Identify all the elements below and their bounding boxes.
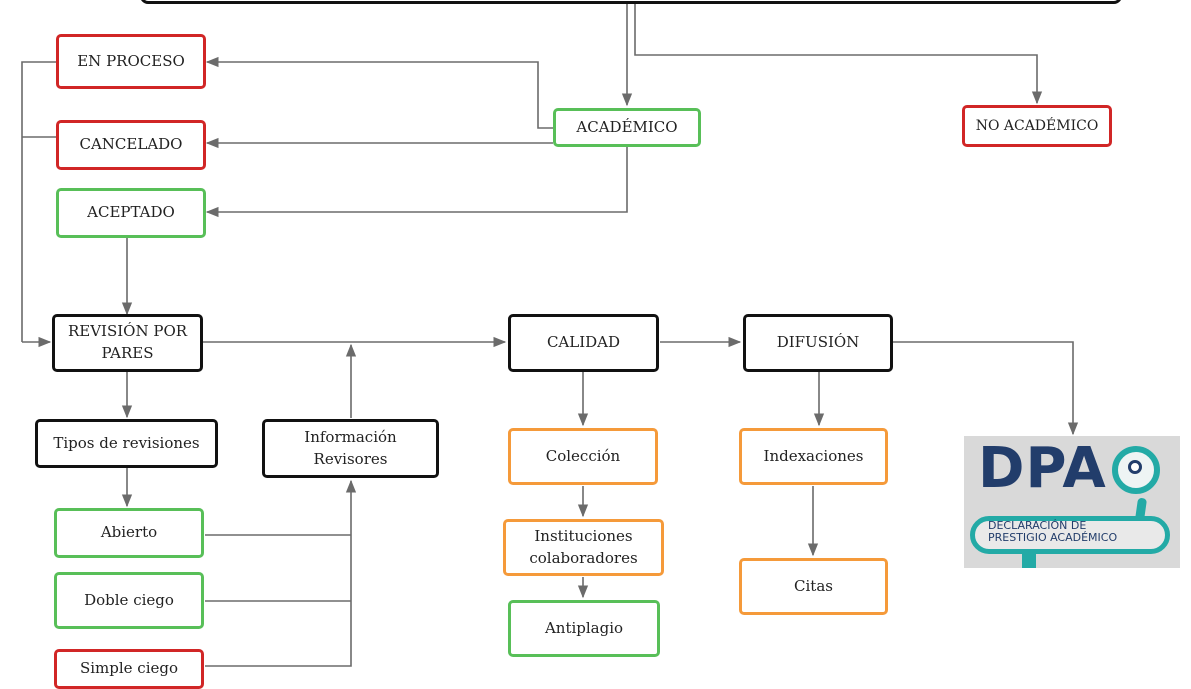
node-indexaciones: Indexaciones: [739, 428, 888, 485]
dpa-logo-stub: [1022, 552, 1036, 568]
node-citas: Citas: [739, 558, 888, 615]
node-informacion-label-line2: Revisores: [313, 449, 388, 468]
dpa-logo-band: [970, 516, 1170, 554]
node-aceptado: ACEPTADO: [56, 188, 206, 238]
node-doble-ciego-label: Doble ciego: [84, 590, 174, 609]
node-cancelado-label: CANCELADO: [79, 135, 183, 154]
top-frame: [140, 0, 1122, 4]
node-revision-por-pares: REVISIÓN POR PARES: [52, 314, 203, 372]
dpa-logo-subtitle: DECLARACIÓN DE PRESTIGIO ACADÉMICO: [988, 520, 1168, 543]
dpa-logo-subtitle-line1: DECLARACIÓN DE: [988, 519, 1087, 532]
node-antiplagio: Antiplagio: [508, 600, 660, 657]
node-difusion-label: DIFUSIÓN: [776, 333, 860, 352]
node-difusion: DIFUSIÓN: [743, 314, 893, 372]
node-instituciones-label-line2: colaboradores: [529, 548, 638, 567]
node-en-proceso: EN PROCESO: [56, 34, 206, 89]
connector-academico-to-en-proceso: [205, 56, 553, 129]
node-en-proceso-label: EN PROCESO: [77, 51, 185, 70]
node-academico: ACADÉMICO: [553, 108, 701, 147]
node-tipos-de-revisiones: Tipos de revisiones: [35, 419, 218, 468]
node-antiplagio-label: Antiplagio: [544, 618, 624, 637]
dpa-logo: DPA DECLARACIÓN DE PRESTIGIO ACADÉMICO: [964, 436, 1180, 568]
connector-simple-to-informacion: [205, 479, 357, 667]
node-doble-ciego: Doble ciego: [54, 572, 204, 629]
node-cancelado: CANCELADO: [56, 120, 206, 170]
node-instituciones-colaboradores: Instituciones colaboradores: [503, 519, 664, 576]
node-tipos-label: Tipos de revisiones: [53, 433, 200, 452]
node-no-academico: NO ACADÉMICO: [962, 105, 1112, 147]
connector-top-to-no-academico: [634, 0, 1043, 105]
dpa-logo-acronym: DPA: [978, 436, 1107, 501]
node-abierto-label: Abierto: [100, 523, 158, 542]
node-informacion-label-line1: Información: [304, 427, 397, 446]
node-coleccion: Colección: [508, 428, 658, 485]
dpa-logo-subtitle-line2: PRESTIGIO ACADÉMICO: [988, 530, 1118, 544]
node-calidad: CALIDAD: [508, 314, 659, 372]
node-informacion-revisores: Información Revisores: [262, 419, 439, 478]
node-aceptado-label: ACEPTADO: [87, 203, 175, 222]
node-instituciones-label-line1: Instituciones: [534, 526, 633, 545]
node-revision-label-line1: REVISIÓN POR: [67, 322, 188, 341]
node-calidad-label: CALIDAD: [546, 333, 621, 352]
node-coleccion-label: Colección: [545, 446, 621, 465]
node-no-academico-label: NO ACADÉMICO: [975, 117, 1099, 134]
node-citas-label: Citas: [794, 576, 833, 595]
connector-difusion-to-logo: [893, 341, 1079, 436]
magnifier-badge-icon: [1112, 446, 1160, 494]
node-indexaciones-label: Indexaciones: [763, 446, 864, 465]
node-simple-ciego: Simple ciego: [54, 649, 204, 689]
connector-academico-to-aceptado: [205, 147, 628, 218]
node-revision-label-line2: PARES: [101, 344, 154, 362]
node-simple-ciego-label: Simple ciego: [79, 659, 179, 678]
node-abierto: Abierto: [54, 508, 204, 558]
node-academico-label: ACADÉMICO: [576, 117, 678, 136]
connector-left-bus: [21, 61, 56, 342]
